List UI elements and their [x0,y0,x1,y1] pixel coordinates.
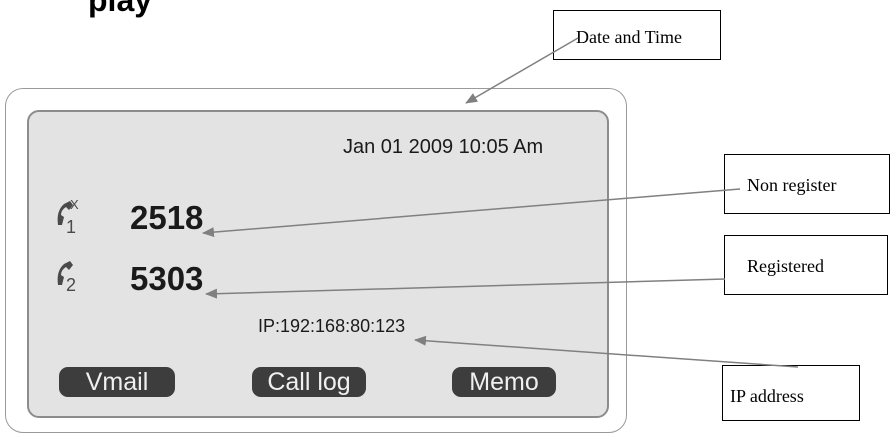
callout-non-register: Non register [724,154,890,214]
arrow-icon [205,278,726,299]
vmail-softkey[interactable]: Vmail [59,367,175,397]
call-log-softkey[interactable]: Call log [252,367,366,397]
non-register-mark: X [70,197,79,212]
line-number: 2518 [130,199,204,236]
ip-readout: IP:192:168:80:123 [258,316,406,336]
arrow-icon [465,37,579,104]
callout-date-time: Date and Time [553,10,721,60]
callout-ip-address: IP address [722,365,860,421]
arrow-icon [414,335,799,368]
line-index: 2 [66,275,76,295]
arrow-icon [202,188,741,238]
lcd-screen [27,110,609,418]
date-time-readout: Jan 01 2009 10:05 Am [343,136,544,158]
handset-icon: X 1 [57,197,79,235]
heading-fragment: play [88,0,153,18]
memo-softkey[interactable]: Memo [452,367,556,397]
line-number: 5303 [130,260,204,297]
handset-icon: 2 [57,261,76,295]
callout-registered: Registered [724,235,888,295]
line-index: 1 [66,217,76,235]
